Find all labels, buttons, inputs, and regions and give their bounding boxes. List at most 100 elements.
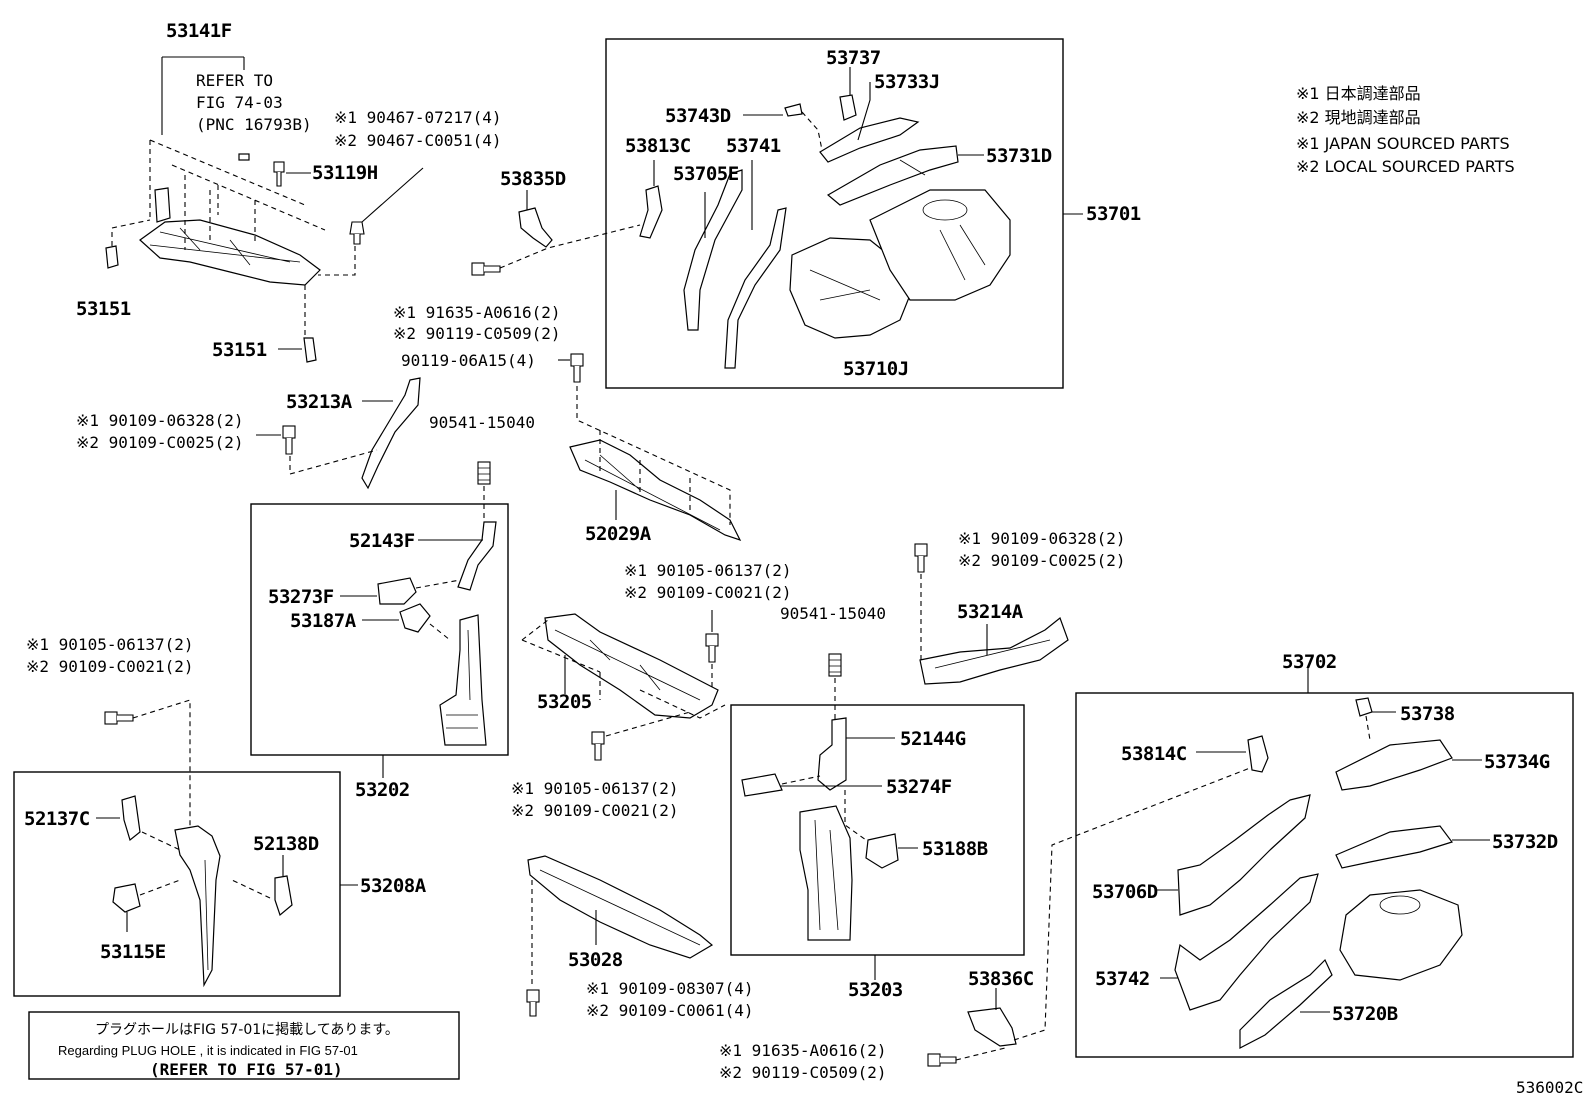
bolt-90109-08307 bbox=[526, 989, 540, 1017]
group-box-53203 bbox=[730, 704, 1025, 956]
clip-marker bbox=[238, 153, 250, 161]
part-53202-pillar bbox=[439, 614, 487, 746]
label-53701: 53701 bbox=[1086, 203, 1141, 225]
part-53813C bbox=[639, 185, 663, 239]
part-53710J bbox=[789, 237, 911, 339]
label-53214A: 53214A bbox=[957, 601, 1024, 623]
bolt-90109-06328-a bbox=[282, 425, 296, 455]
label-53702: 53702 bbox=[1282, 651, 1337, 673]
legend-en-2: ※2 LOCAL SOURCED PARTS bbox=[1296, 157, 1515, 176]
clip-90467 bbox=[349, 221, 365, 245]
fastener-f11b: ※2 90109-C0061(4) bbox=[586, 1001, 754, 1020]
clip-53151b bbox=[303, 337, 317, 363]
label-53205: 53205 bbox=[537, 691, 592, 713]
label-52138D: 52138D bbox=[253, 833, 319, 855]
part-53814C bbox=[1247, 735, 1269, 773]
fastener-f2a: ※1 91635-A0616(2) bbox=[393, 303, 561, 322]
part-53214A bbox=[919, 617, 1069, 685]
part-53702-apron bbox=[1339, 889, 1463, 981]
part-53273F bbox=[377, 577, 417, 605]
label-53203: 53203 bbox=[848, 979, 903, 1001]
fastener-f5: 90541-15040 bbox=[429, 413, 535, 432]
part-53187A bbox=[399, 603, 431, 633]
grommet-90541-a bbox=[477, 461, 491, 485]
label-53274F: 53274F bbox=[886, 776, 952, 798]
part-53743D bbox=[784, 103, 803, 117]
part-53028 bbox=[527, 855, 714, 959]
label-53738: 53738 bbox=[1400, 703, 1455, 725]
fastener-f9b: ※2 90109-C0021(2) bbox=[26, 657, 194, 676]
label-52029A: 52029A bbox=[585, 523, 652, 545]
clip-53151a bbox=[105, 245, 119, 269]
fastener-f3: 90119-06A15(4) bbox=[401, 351, 536, 370]
fastener-f11a: ※1 90109-08307(4) bbox=[586, 979, 754, 998]
label-53705E: 53705E bbox=[673, 163, 739, 185]
label-53028: 53028 bbox=[568, 949, 623, 971]
label-53737: 53737 bbox=[826, 47, 881, 69]
part-53706D bbox=[1177, 794, 1311, 916]
label-53710J: 53710J bbox=[843, 358, 909, 380]
bolt-91635-b bbox=[927, 1053, 957, 1067]
label-53742: 53742 bbox=[1095, 968, 1150, 990]
part-53188B bbox=[865, 833, 899, 869]
part-53203-pillar bbox=[799, 805, 853, 941]
part-53836C bbox=[967, 1007, 1017, 1047]
part-53213A bbox=[361, 377, 421, 490]
label-53119H: 53119H bbox=[312, 162, 378, 184]
label-53273F: 53273F bbox=[268, 586, 334, 608]
part-53115E bbox=[112, 883, 141, 913]
part-53731D bbox=[826, 145, 959, 206]
label-53835D: 53835D bbox=[500, 168, 566, 190]
label-53732D: 53732D bbox=[1492, 831, 1558, 853]
figure-code: 536002C bbox=[1516, 1078, 1583, 1097]
part-53738 bbox=[1355, 697, 1373, 717]
label-53213A: 53213A bbox=[286, 391, 353, 413]
note-fig-74-03: FIG 74-03 bbox=[196, 93, 283, 112]
label-53706D: 53706D bbox=[1092, 881, 1158, 903]
note-pnc: (PNC 16793B) bbox=[196, 115, 312, 134]
bolt-90119-06A15 bbox=[570, 353, 584, 383]
part-53205 bbox=[544, 613, 719, 719]
label-53151-b: 53151 bbox=[212, 339, 267, 361]
plug-hole-note-box bbox=[28, 1011, 460, 1080]
label-53115E: 53115E bbox=[100, 941, 166, 963]
fastener-f7b: ※2 90109-C0021(2) bbox=[624, 583, 792, 602]
part-53701-apron bbox=[869, 189, 1011, 301]
part-53732D bbox=[1335, 825, 1453, 869]
fastener-f10b: ※2 90109-C0021(2) bbox=[511, 801, 679, 820]
label-53814C: 53814C bbox=[1121, 743, 1187, 765]
legend-jp-1: ※1 日本調達部品 bbox=[1296, 84, 1421, 103]
part-53208A-pillar bbox=[174, 825, 221, 988]
fastener-f8: 90541-15040 bbox=[780, 604, 886, 623]
label-53202: 53202 bbox=[355, 779, 410, 801]
part-53733J bbox=[819, 117, 920, 163]
part-53835D bbox=[518, 207, 553, 248]
note-refer-to: REFER TO bbox=[196, 71, 273, 90]
legend-en-1: ※1 JAPAN SOURCED PARTS bbox=[1296, 134, 1510, 153]
fastener-f4b: ※2 90109-C0025(2) bbox=[76, 433, 244, 452]
group-box-53208A bbox=[13, 771, 341, 997]
fastener-f10a: ※1 90105-06137(2) bbox=[511, 779, 679, 798]
label-53188B: 53188B bbox=[922, 838, 988, 860]
part-52029A bbox=[569, 439, 742, 542]
bolt-90105-c bbox=[591, 731, 605, 761]
bolt-90105-b bbox=[104, 711, 134, 725]
label-53208A: 53208A bbox=[360, 875, 427, 897]
label-52143F: 52143F bbox=[349, 530, 415, 552]
label-53187A: 53187A bbox=[290, 610, 357, 632]
label-52137C: 52137C bbox=[24, 808, 90, 830]
label-53733J: 53733J bbox=[874, 71, 940, 93]
part-52143F bbox=[457, 521, 497, 591]
label-53734G: 53734G bbox=[1484, 751, 1550, 773]
label-53813C: 53813C bbox=[625, 135, 691, 157]
grommet-90541-b bbox=[828, 653, 842, 677]
part-53705E bbox=[683, 169, 743, 331]
legend-jp-2: ※2 現地調達部品 bbox=[1296, 108, 1421, 127]
label-53151-a: 53151 bbox=[76, 298, 131, 320]
fastener-f6a: ※1 90109-06328(2) bbox=[958, 529, 1126, 548]
fastener-f1b: ※2 90467-C0051(4) bbox=[334, 131, 502, 150]
plug-hole-note-ref: (REFER TO FIG 57-01) bbox=[150, 1060, 343, 1079]
fastener-f4a: ※1 90109-06328(2) bbox=[76, 411, 244, 430]
label-52144G: 52144G bbox=[900, 728, 966, 750]
screw-53119H bbox=[273, 161, 285, 187]
